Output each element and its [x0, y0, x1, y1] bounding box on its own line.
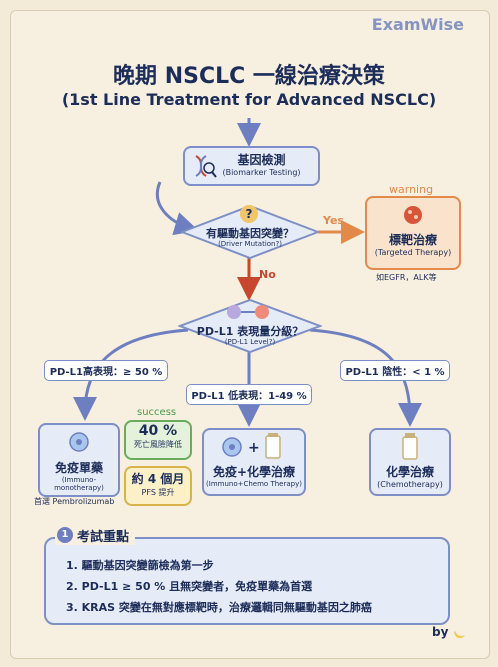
exam-number-badge: 1 — [57, 527, 73, 543]
targeted-box: 標靶治療 (Targeted Therapy) — [365, 196, 461, 270]
stat-pfs: 約 4 個月 PFS 提升 — [124, 466, 192, 506]
pdl1-diamond — [178, 298, 322, 354]
brand-logo: ExamWise — [371, 15, 464, 34]
cell-interaction-icon — [227, 305, 269, 319]
exam-point-2: 2. PD-L1 ≥ 50 % 且無突變者，免疫單藥為首選 — [66, 580, 313, 593]
banana-logo-icon — [452, 626, 466, 639]
pdl1-sub: (PD-L1 Level?) — [224, 338, 276, 346]
stat-mortality-sub: 死亡風險降低 — [134, 440, 182, 449]
svg-text:+: + — [248, 440, 260, 456]
stat-mortality-value: 40 % — [138, 423, 178, 439]
exam-point-1: 1. 驅動基因突變篩檢為第一步 — [66, 559, 214, 572]
immuno-sub: (Immuno-monotherapy) — [54, 476, 104, 492]
pdl1-label: PD-L1 表現量分級？ — [196, 325, 304, 338]
page-subtitle: (1st Line Treatment for Advanced NSCLC) — [61, 90, 437, 109]
immune-cell-icon — [69, 432, 89, 452]
immuno-box: 免疫單藥 (Immuno-monotherapy) — [38, 423, 120, 497]
branch-high: PD-L1高表現：≥ 50 % — [44, 360, 168, 381]
stat-pfs-sub: PFS 提升 — [141, 488, 175, 497]
mutation-label: 有驅動基因突變？ — [206, 227, 294, 240]
chemo-box: 化學治療 (Chemotherapy) — [369, 428, 451, 496]
stat-mortality: 40 % 死亡風險降低 — [124, 420, 192, 460]
no-label: No — [259, 268, 276, 281]
biomarker-sub: (Biomarker Testing) — [222, 168, 301, 177]
stat-pfs-value: 約 4 個月 — [131, 472, 185, 486]
mutation-sub: (Driver Mutation?) — [218, 240, 282, 248]
arrow-biomarker-to-mutation — [155, 181, 199, 236]
yes-label: Yes — [323, 214, 344, 227]
warning-tag: warning — [389, 183, 434, 196]
arrow-neg — [309, 328, 422, 427]
immuno-note: 首選 Pembrolizumab — [34, 497, 115, 506]
exam-title: 考試重點 — [55, 526, 136, 545]
combo-sub: (Immuno+Chemo Therapy) — [206, 480, 302, 488]
biomarker-box: 基因檢測 (Biomarker Testing) — [183, 146, 320, 186]
dna-magnifier-icon — [195, 155, 217, 178]
chemo-label: 化學治療 — [385, 465, 434, 479]
page-title: 晚期 NSCLC 一線治療決策 — [113, 64, 385, 89]
exam-points-box: 1. 驅動基因突變篩檢為第一步 2. PD-L1 ≥ 50 % 且無突變者，免疫… — [44, 537, 450, 625]
targeted-note: 如EGFR，ALK等 — [376, 273, 437, 282]
combo-label: 免疫+化學治療 — [212, 465, 296, 479]
targeted-label: 標靶治療 — [388, 233, 437, 247]
combo-box: + 免疫+化學治療 (Immuno+Chemo Therapy) — [202, 428, 306, 496]
mutation-diamond — [180, 204, 320, 260]
question-icon: ? — [240, 205, 258, 223]
success-tag: success — [137, 407, 177, 418]
exam-point-3: 3. KRAS 突變在無對應標靶時，治療邏輯同無驅動基因之肺癌 — [66, 601, 372, 614]
byline: by — [432, 625, 449, 639]
branch-low: PD-L1 低表現：1-49 % — [186, 384, 312, 405]
cancer-cell-icon — [404, 206, 422, 224]
arrow-high — [73, 328, 189, 421]
immuno-label: 免疫單藥 — [54, 461, 103, 475]
chemo-sub: (Chemotherapy) — [377, 480, 443, 489]
branch-neg: PD-L1 陰性：< 1 % — [340, 360, 450, 381]
biomarker-label: 基因檢測 — [237, 153, 286, 167]
immune-plus-chemo-icon: + — [222, 433, 281, 459]
chemo-vial-icon — [402, 433, 418, 460]
targeted-sub: (Targeted Therapy) — [374, 248, 452, 257]
